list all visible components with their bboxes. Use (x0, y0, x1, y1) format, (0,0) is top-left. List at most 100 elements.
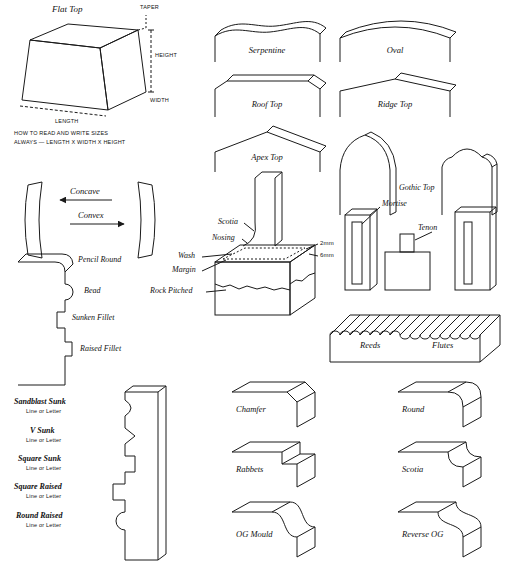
label: Line or Letter (26, 522, 61, 528)
line-art (306, 244, 318, 249)
line-art (100, 30, 146, 110)
label: Scotia (218, 217, 238, 226)
line-art (215, 262, 290, 315)
label: V Sunk (30, 426, 55, 435)
label: Roof Top (252, 100, 283, 110)
label: Reverse OG (402, 530, 443, 540)
line-art (232, 392, 297, 427)
stone-terms (202, 172, 318, 315)
line-art (125, 386, 166, 560)
line-art (22, 40, 108, 110)
label: Scotia (402, 465, 423, 475)
line-art (244, 223, 254, 231)
concave-convex (25, 182, 155, 258)
line-art (275, 178, 276, 246)
line-art (464, 222, 472, 284)
line-art (398, 502, 481, 557)
line-art (206, 290, 226, 292)
line-art (370, 315, 390, 335)
label: Raised Fillet (80, 344, 121, 353)
label: Sunken Fillet (72, 313, 114, 322)
line-art (290, 273, 315, 284)
line-art (243, 178, 256, 246)
line-art (232, 502, 315, 557)
line-art (380, 315, 400, 335)
line-art (242, 239, 247, 243)
label: 6mm (320, 252, 334, 259)
line-art (398, 442, 481, 487)
line-art (385, 252, 430, 290)
og-mould-profile (232, 502, 315, 557)
line-art (482, 154, 497, 215)
line-art (416, 442, 481, 477)
line-art (400, 315, 420, 335)
label: Bead (84, 286, 100, 295)
label: Square Raised (14, 482, 62, 491)
line-art (360, 315, 380, 335)
label: Apex Top (251, 153, 283, 163)
reeds-flutes (330, 315, 500, 362)
line-art (148, 92, 154, 93)
label: Sandblast Sunk (14, 397, 66, 406)
line-art (470, 315, 490, 335)
line-art (255, 172, 282, 246)
label: TAPER (140, 4, 159, 10)
reverse-og-profile (398, 502, 481, 557)
line-art (18, 254, 73, 272)
letter-cut-profile (113, 386, 166, 560)
line-art (415, 232, 432, 240)
line-art (113, 392, 135, 560)
label: Oval (387, 46, 404, 56)
line-art (340, 27, 450, 62)
line-art (340, 79, 450, 117)
line-art (390, 315, 410, 335)
line-art (450, 315, 470, 335)
line-art (202, 254, 232, 257)
line-art (138, 182, 155, 258)
line-art (455, 212, 490, 290)
line-art (345, 209, 377, 290)
label: WIDTH (150, 97, 169, 103)
line-art (18, 262, 73, 385)
line-art (70, 224, 124, 225)
label: Mortise (382, 199, 407, 208)
label: Flat Top (52, 4, 82, 14)
line-art (442, 149, 492, 215)
line-art (430, 315, 450, 335)
line-art (455, 207, 496, 290)
serpentine-top (215, 22, 326, 62)
label: Convex (78, 211, 104, 221)
line-art (440, 315, 460, 335)
line-art (290, 245, 315, 315)
label: LENGTH (55, 118, 79, 124)
label: Line or Letter (26, 465, 61, 471)
edge-profile (18, 254, 73, 385)
line-art (398, 392, 463, 427)
line-art (350, 315, 370, 335)
mortise-tenon (345, 207, 496, 290)
line-art (309, 254, 318, 256)
line-art (215, 284, 290, 290)
line-art (215, 81, 320, 117)
label: Gothic Top (399, 183, 435, 192)
flat-top-block (20, 15, 154, 116)
gothic-top (442, 149, 497, 215)
line-art (223, 248, 305, 259)
oval-top (340, 21, 456, 62)
line-art (215, 22, 326, 36)
line-art (420, 315, 440, 335)
label: Square Sunk (18, 454, 61, 463)
label: Line or Letter (26, 493, 61, 499)
line-art (398, 512, 463, 557)
line-art (330, 315, 500, 362)
line-art (340, 21, 456, 38)
label: Chamfer (236, 405, 266, 415)
line-art (410, 315, 430, 335)
line-art (151, 30, 152, 92)
line-art (148, 30, 154, 31)
line-art (416, 502, 481, 547)
roof-top (215, 75, 326, 117)
line-art (460, 315, 480, 335)
label: Pencil Round (78, 255, 121, 264)
